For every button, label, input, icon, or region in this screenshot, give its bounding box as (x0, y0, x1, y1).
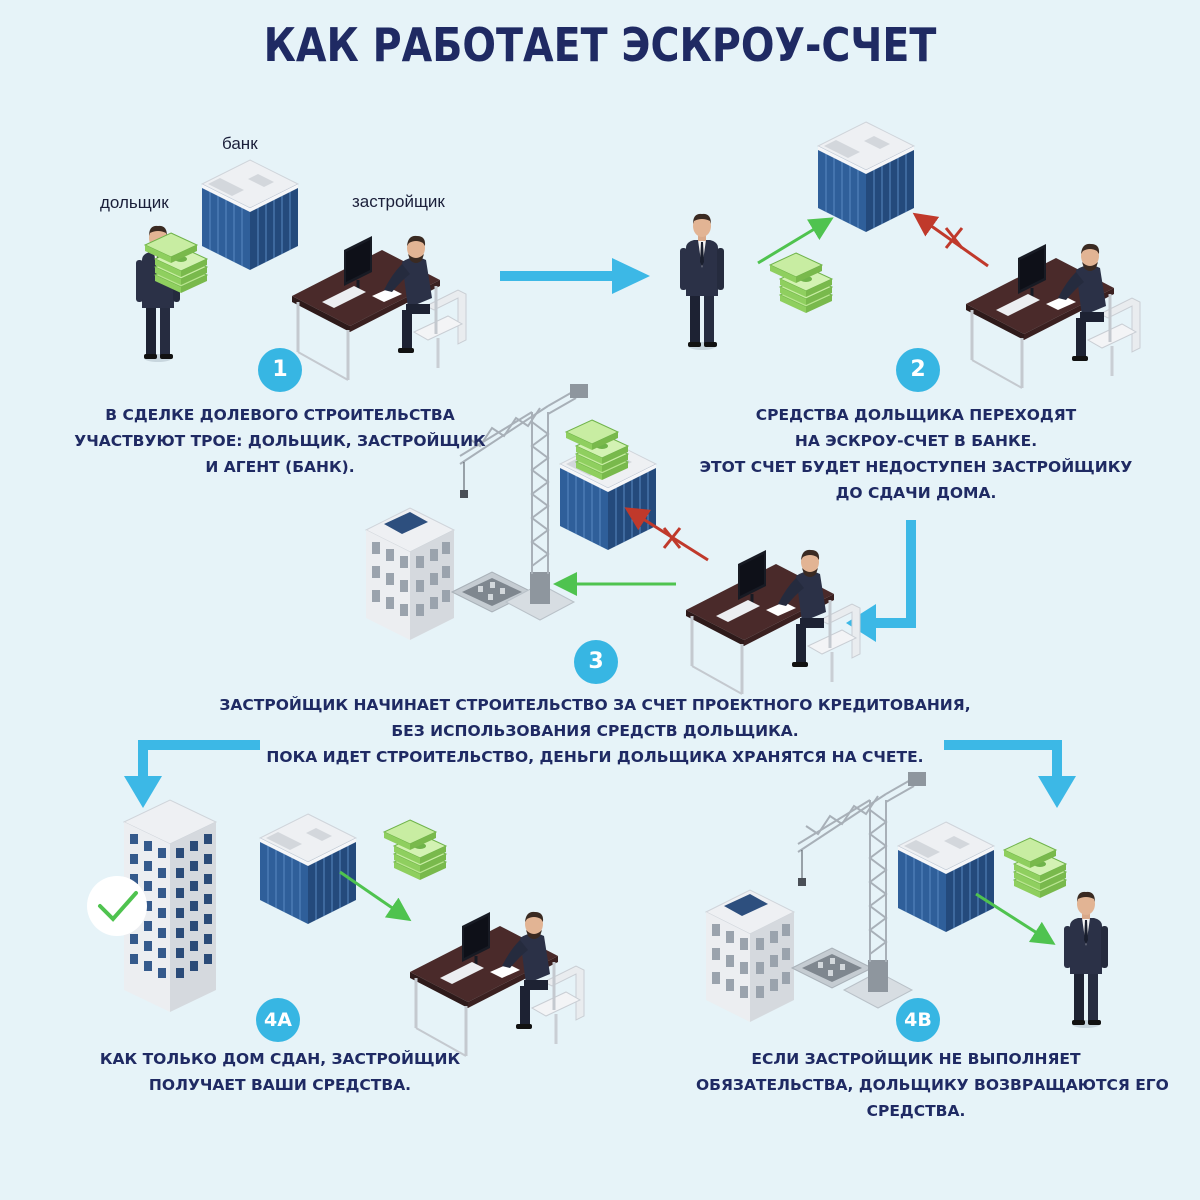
step-2-line-4: ДО СДАЧИ ДОМА. (835, 484, 997, 502)
step-2-text: СРЕДСТВА ДОЛЬЩИКА ПЕРЕХОДЯТ НА ЭСКРОУ-СЧ… (696, 402, 1136, 506)
bank-label: банк (222, 134, 258, 153)
step-4b-badge: 4В (896, 998, 940, 1042)
shareholder-person-icon (680, 213, 724, 350)
checkmark-icon (87, 876, 147, 936)
step-1-text: В СДЕЛКЕ ДОЛЕВОГО СТРОИТЕЛЬСТВА УЧАСТВУЮ… (60, 402, 500, 480)
blocked-cross-icon (662, 527, 682, 549)
developer-desk-icon (684, 548, 862, 696)
residential-building-icon (365, 507, 455, 641)
flow-arrow-1-to-2 (500, 258, 650, 294)
money-to-shareholder-arrow (975, 892, 1056, 945)
step-2-badge: 2 (896, 348, 940, 392)
step-1-line-2: УЧАСТВУЮТ ТРОЕ: ДОЛЬЩИК, ЗАСТРОЙЩИК (74, 432, 486, 450)
residential-building-icon (705, 889, 795, 1023)
step-4b-line-2: ОБЯЗАТЕЛЬСТВА, ДОЛЬЩИКУ ВОЗВРАЩАЮТСЯ ЕГО (696, 1076, 1169, 1094)
money-to-bank-arrow (757, 217, 834, 265)
bank-building-icon (817, 121, 915, 233)
step-1-line-1: В СДЕЛКЕ ДОЛЕВОГО СТРОИТЕЛЬСТВА (105, 406, 455, 424)
flow-arrow-2-to-3 (846, 520, 916, 642)
step-4b-line-1: ЕСЛИ ЗАСТРОЙЩИК НЕ ВЫПОЛНЯЕТ (751, 1050, 1081, 1068)
step-2-line-3: ЭТОТ СЧЕТ БУДЕТ НЕДОСТУПЕН ЗАСТРОЙЩИКУ (699, 458, 1133, 476)
money-stack-icon (1003, 837, 1067, 899)
step-4b-line-3: СРЕДСТВА. (866, 1102, 966, 1120)
page-title: КАК РАБОТАЕТ ЭСКРОУ-СЧЕТ (263, 18, 937, 72)
money-stack-icon (769, 252, 833, 314)
step-4b-text: ЕСЛИ ЗАСТРОЙЩИК НЕ ВЫПОЛНЯЕТ ОБЯЗАТЕЛЬСТ… (696, 1046, 1169, 1124)
step-3-line-3: ПОКА ИДЕТ СТРОИТЕЛЬСТВО, ДЕНЬГИ ДОЛЬЩИКА… (266, 748, 924, 766)
blocked-cross-icon (944, 227, 964, 249)
step-2-line-1: СРЕДСТВА ДОЛЬЩИКА ПЕРЕХОДЯТ (755, 406, 1077, 424)
developer-desk-icon (964, 242, 1142, 390)
shareholder-label: дольщик (100, 193, 169, 212)
step-1-line-3: И АГЕНТ (БАНК). (205, 458, 355, 476)
blocked-arrow (912, 212, 989, 268)
step-4a-text: КАК ТОЛЬКО ДОМ СДАН, ЗАСТРОЙЩИК ПОЛУЧАЕТ… (60, 1046, 500, 1098)
step-3-text: ЗАСТРОЙЩИК НАЧИНАЕТ СТРОИТЕЛЬСТВО ЗА СЧЕ… (200, 692, 990, 770)
step-3-line-2: БЕЗ ИСПОЛЬЗОВАНИЯ СРЕДСТВ ДОЛЬЩИКА. (391, 722, 799, 740)
developer-desk-icon (408, 910, 586, 1058)
bank-building-icon (259, 813, 357, 925)
flow-arrow-3-to-4a (124, 740, 260, 808)
step-4a-line-1: КАК ТОЛЬКО ДОМ СДАН, ЗАСТРОЙЩИК (99, 1050, 461, 1068)
developer-label: застройщик (352, 192, 445, 211)
money-to-developer-arrow (339, 870, 412, 922)
step-4a-line-2: ПОЛУЧАЕТ ВАШИ СРЕДСТВА. (148, 1076, 412, 1094)
bank-building-icon (201, 159, 299, 271)
developer-desk-icon (290, 234, 468, 382)
bank-building-icon (897, 821, 995, 933)
step-3-line-1: ЗАСТРОЙЩИК НАЧИНАЕТ СТРОИТЕЛЬСТВО ЗА СЧЕ… (219, 696, 971, 714)
step-1-badge: 1 (258, 348, 302, 392)
step-4a-badge: 4А (256, 998, 300, 1042)
step-2-line-2: НА ЭСКРОУ-СЧЕТ В БАНКЕ. (794, 432, 1038, 450)
shareholder-person-icon (1064, 891, 1108, 1028)
flow-arrow-3-to-4b (944, 740, 1076, 808)
step-3-badge: 3 (574, 640, 618, 684)
money-stack-icon (383, 819, 447, 881)
